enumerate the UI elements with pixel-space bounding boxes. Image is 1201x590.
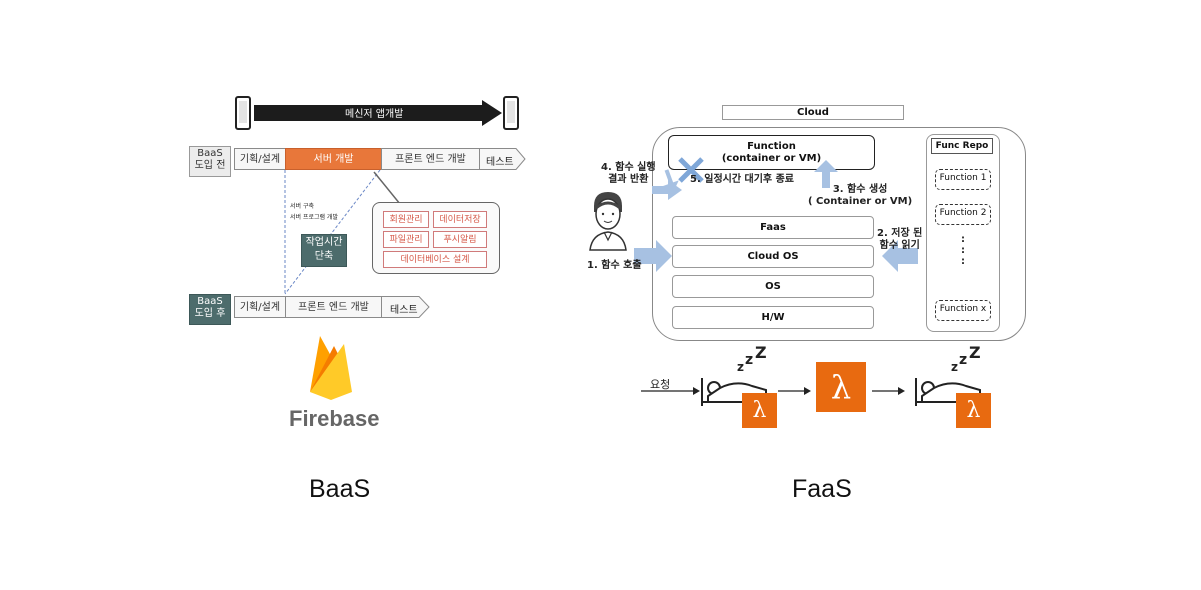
- step-arrows: [634, 160, 918, 272]
- before-stage-frontend: 프론트 엔드 개발: [381, 148, 480, 170]
- sequence-arrow-2: [872, 387, 905, 395]
- func-repo-label: Func Repo: [931, 138, 993, 154]
- zzz-1b: z: [745, 352, 754, 368]
- layer-faas: Faas: [672, 216, 874, 239]
- before-stage-planning: 기획/설계: [234, 148, 286, 170]
- firebase-label: Firebase: [289, 406, 380, 431]
- repo-function-x: Function x: [935, 300, 991, 321]
- function-box: Function (container or VM): [668, 135, 875, 170]
- before-stage-server: 서버 개발: [285, 148, 382, 170]
- time-saved-badge: 작업시간 단축: [301, 234, 347, 267]
- after-label: BaaS 도입 후: [189, 294, 231, 325]
- after-stage-planning: 기획/설계: [234, 296, 286, 318]
- feature-file: 파일관리: [383, 231, 429, 248]
- feature-member: 회원관리: [383, 211, 429, 228]
- lambda-icon-small-2: λ: [956, 393, 991, 428]
- zzz-1c: Z: [755, 343, 767, 362]
- sequence-arrow-1: [778, 387, 811, 395]
- feature-push: 푸시알림: [433, 231, 487, 248]
- before-stage-test: 테스트: [486, 157, 514, 168]
- step-read-label: 2. 저장 된 함수 읽기: [877, 228, 923, 251]
- repo-function-1: Function 1: [935, 169, 991, 190]
- zzz-2c: Z: [969, 343, 981, 362]
- step-create-label: 3. 함수 생성 ( Container or VM): [808, 184, 913, 207]
- request-arrow: [641, 387, 700, 395]
- user-avatar-icon: [589, 192, 627, 251]
- repo-ellipsis: : : :: [961, 234, 965, 267]
- messenger-label: 메신저 앱개발: [345, 109, 404, 120]
- time-saved-guides: [284, 169, 381, 295]
- faas-caption: FaaS: [792, 475, 852, 503]
- cloud-label: Cloud: [722, 105, 904, 120]
- step-terminate-label: 5. 일정시간 대기후 종료: [690, 174, 795, 185]
- zzz-1a: z: [737, 360, 744, 374]
- layer-hw: H/W: [672, 306, 874, 329]
- repo-function-2: Function 2: [935, 204, 991, 225]
- zzz-2a: z: [951, 360, 958, 374]
- lambda-icon-small-1: λ: [742, 393, 777, 428]
- after-stage-frontend: 프론트 엔드 개발: [285, 296, 382, 318]
- step-execute-label: 4. 함수 실행 결과 반환: [601, 162, 656, 185]
- before-stage-test-shape: [479, 148, 526, 170]
- firebase-logo-icon: [310, 336, 352, 400]
- terminate-x-icon: [678, 157, 704, 183]
- feature-storage: 데이터저장: [433, 211, 487, 228]
- step-call-label: 1. 함수 호출: [587, 260, 642, 271]
- messenger-arrow: [254, 100, 502, 126]
- feature-database: 데이터베이스 설계: [383, 251, 487, 268]
- layer-os: OS: [672, 275, 874, 298]
- server-note-build: 서버 구축: [290, 203, 314, 210]
- phone-icon-right: [503, 96, 519, 130]
- zzz-2b: z: [959, 352, 968, 368]
- before-label: BaaS 도입 전: [189, 146, 231, 177]
- request-label: 요청: [650, 378, 671, 391]
- lambda-icon-large: λ: [816, 362, 866, 412]
- layer-cloud-os: Cloud OS: [672, 245, 874, 268]
- baas-caption: BaaS: [309, 475, 371, 503]
- after-stage-test: 테스트: [390, 305, 418, 316]
- after-stage-test-shape: [381, 296, 430, 318]
- func-repo-panel: [926, 134, 1000, 332]
- phone-icon-left: [235, 96, 251, 130]
- server-note-program: 서버 프로그램 개발: [290, 214, 338, 221]
